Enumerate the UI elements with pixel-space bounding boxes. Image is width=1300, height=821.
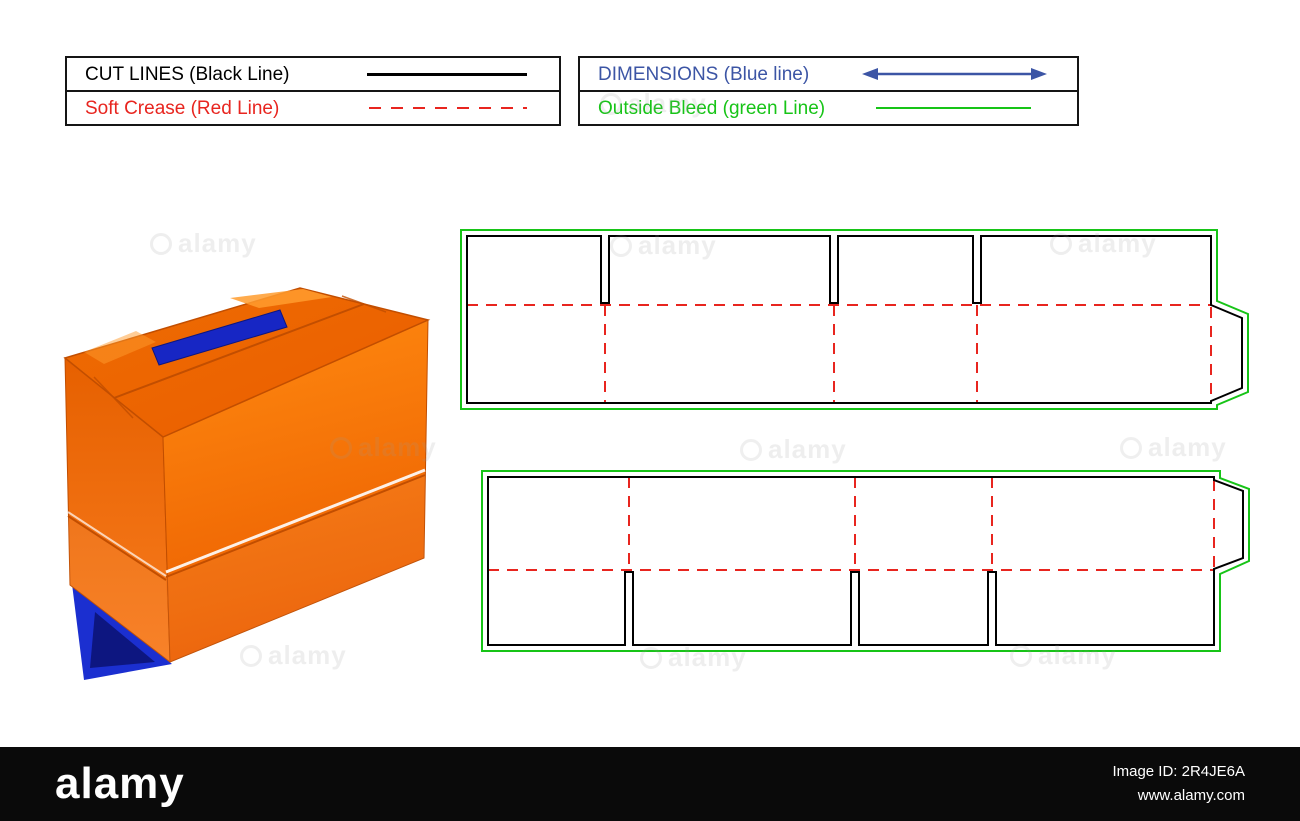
box-lid-seam-left-highlight: [67, 511, 167, 577]
box-top-flap-highlight-back: [230, 289, 332, 308]
legend-row-dimensions: DIMENSIONS (Blue line): [580, 58, 1077, 90]
dieline-top-bleed-outline: [460, 229, 1249, 410]
legend-cut-crease-box: CUT LINES (Black Line) Soft Crease (Red …: [65, 56, 561, 126]
box-top-flap-cut-3: [341, 295, 365, 305]
box-lid-seam-left: [67, 515, 167, 581]
dieline-top: [460, 229, 1249, 410]
dieline-bottom-bleed-outline: [481, 470, 1250, 652]
outside-bleed-label: Outside Bleed (green Line): [598, 97, 826, 119]
soft-crease-sample-icon: [369, 106, 527, 110]
dieline-bottom: [481, 470, 1250, 652]
dieline-bottom-cut-outline: [487, 476, 1244, 646]
dieline-top-crease-lines: [467, 304, 1212, 403]
alamy-logo: alamy: [55, 759, 185, 808]
box-top-flap-cut-2: [113, 397, 134, 419]
box-lid-seam: [165, 474, 426, 578]
box-top-flap-cut-1: [93, 376, 115, 399]
box-top-flap-seam: [113, 303, 365, 399]
cut-lines-label: CUT LINES (Black Line): [85, 63, 290, 85]
footer-meta: Image ID: 2R4JE6A www.alamy.com: [1112, 760, 1245, 808]
box-handle-slot: [151, 309, 288, 366]
alamy-url: www.alamy.com: [1137, 787, 1245, 804]
soft-crease-label: Soft Crease (Red Line): [85, 97, 280, 119]
footer-bar: alamy Image ID: 2R4JE6A www.alamy.com: [0, 747, 1300, 821]
box-top-flap-highlight-left: [84, 331, 156, 364]
legend-row-outside-bleed: Outside Bleed (green Line): [580, 90, 1077, 124]
dieline-bottom-crease-lines: [488, 477, 1215, 571]
box-lid-seam-highlight: [165, 468, 426, 574]
double-arrow-icon: [862, 68, 1047, 80]
legend-row-soft-crease: Soft Crease (Red Line): [67, 90, 559, 124]
cut-line-sample-icon: [367, 72, 527, 76]
box-bottom-blue-flap-shadow: [90, 612, 155, 668]
legend-dimension-bleed-box: DIMENSIONS (Blue line) Outside Bleed (gr…: [578, 56, 1079, 126]
dieline-top-cut-outline: [466, 235, 1243, 404]
image-id: Image ID: 2R4JE6A: [1112, 763, 1245, 780]
box-top-flap-cut-4: [363, 303, 387, 313]
box-tray-front: [167, 474, 425, 662]
box-3d-preview: [63, 287, 431, 680]
dimensions-label: DIMENSIONS (Blue line): [598, 63, 810, 85]
legend-row-cut-lines: CUT LINES (Black Line): [67, 58, 559, 90]
box-tray-left: [68, 516, 170, 662]
box-top-face: [63, 287, 431, 438]
bleed-line-sample-icon: [876, 107, 1031, 109]
